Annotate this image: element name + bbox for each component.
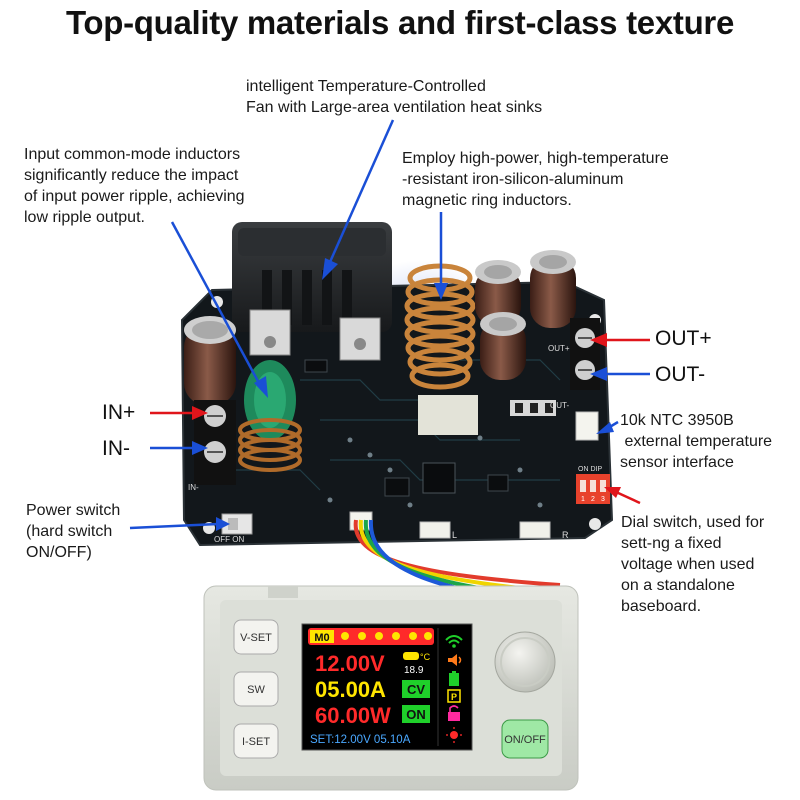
temperature-readout: 18.9 xyxy=(404,665,424,676)
power-readout: 60.00W xyxy=(315,703,391,728)
silk-dip: ON DIP xyxy=(578,466,602,473)
p-badge: P xyxy=(451,692,457,702)
lock-icon xyxy=(448,705,460,721)
dip-num-2: 2 xyxy=(591,496,595,503)
dial-switch-annotation: Dial switch, used for sett-ng a fixed vo… xyxy=(621,514,765,615)
annotation-arrows xyxy=(129,119,650,531)
sw-button[interactable]: SW xyxy=(233,671,279,707)
battery-icon xyxy=(449,671,459,686)
silk-in-minus: IN- xyxy=(188,483,199,492)
ntc-sensor-annotation: 10k NTC 3950B external temperature senso… xyxy=(620,412,773,471)
silk-l: L xyxy=(452,530,457,540)
fan-heatsink xyxy=(232,222,392,361)
wifi-icon xyxy=(445,635,463,648)
power-switch-annotation: Power switch (hard switch ON/OFF) xyxy=(26,502,121,561)
set-line: SET:12.00V 05.10A xyxy=(310,734,411,746)
thermometer-icon xyxy=(403,652,419,660)
sun-icon xyxy=(446,727,462,743)
onoff-button[interactable]: ON/OFF xyxy=(501,719,549,759)
input-capacitor xyxy=(184,316,236,405)
input-inductor-annotation: Input common-mode inductors significantl… xyxy=(24,146,245,226)
out-plus-label: OUT+ xyxy=(655,327,712,350)
silk-out-minus: OUT- xyxy=(550,401,569,410)
onoff-label: ON/OFF xyxy=(504,734,546,746)
dip-num-3: 3 xyxy=(601,496,605,503)
current-readout: 05.00A xyxy=(315,677,386,702)
out-minus-label: OUT- xyxy=(655,363,706,386)
cv-badge: CV xyxy=(407,682,425,697)
output-capacitors xyxy=(475,250,576,380)
headline: Top-quality materials and first-class te… xyxy=(65,4,735,41)
voltage-readout: 12.00V xyxy=(315,651,385,676)
vset-button[interactable]: V-SET xyxy=(233,619,279,655)
temp-unit: °C xyxy=(420,652,431,662)
fan-annotation: intelligent Temperature-Controlled Fan w… xyxy=(246,78,543,116)
sw-label: SW xyxy=(247,684,265,696)
ntc-connector xyxy=(575,411,599,441)
speaker-icon xyxy=(448,654,462,666)
rotary-knob[interactable] xyxy=(494,631,556,693)
silk-off-on: OFF ON xyxy=(214,535,244,544)
on-badge: ON xyxy=(406,707,426,722)
toroid-inductor xyxy=(404,263,478,435)
in-plus-label: IN+ xyxy=(102,401,136,424)
output-terminal-block: OUT+ OUT- xyxy=(548,318,600,410)
vset-label: V-SET xyxy=(240,632,272,644)
iset-label: I-SET xyxy=(242,736,270,748)
in-minus-label: IN- xyxy=(102,437,130,460)
silk-out-plus: OUT+ xyxy=(548,344,570,353)
magnetic-ring-annotation: Employ high-power, high-temperature -res… xyxy=(402,150,669,209)
mode-dots xyxy=(341,632,432,640)
lcd-screen: M0 12.00V 05.00A 60.00W °C 18.9 CV ON xyxy=(301,623,473,751)
dip-num-1: 1 xyxy=(581,496,585,503)
dip-switch: ON DIP 1 2 3 xyxy=(576,466,610,504)
mode-label: M0 xyxy=(314,632,329,644)
iset-button[interactable]: I-SET xyxy=(233,723,279,759)
silk-r: R xyxy=(562,530,569,540)
